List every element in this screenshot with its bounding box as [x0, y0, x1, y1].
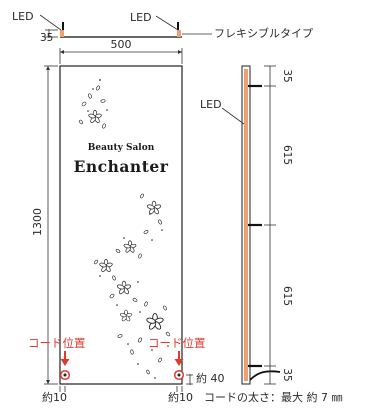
- approx-40-label: 約 40: [196, 371, 225, 385]
- approx-10-label-right: 約10: [168, 390, 193, 404]
- sign-subtitle: Beauty Salon: [88, 143, 155, 153]
- side-dim-mid2: 615: [281, 286, 293, 306]
- height-dimension-line: [44, 65, 58, 385]
- cord-thickness-label: コードの太さ：最大 約 7 ㎜: [204, 390, 343, 404]
- led-label-side: LED: [200, 98, 222, 111]
- approx-10-label-left: 約10: [42, 390, 67, 404]
- led-strip-side: [244, 69, 248, 381]
- top-view: [39, 14, 212, 38]
- power-cord: [249, 370, 281, 381]
- led-label-1: LED: [12, 10, 34, 23]
- sign-title: Enchanter: [74, 157, 169, 176]
- width-dim-label: 500: [111, 38, 132, 51]
- led-strip-right-top: [177, 30, 181, 37]
- side-dim-top: 35: [281, 69, 293, 82]
- cord-position-label-left: コード位置: [28, 336, 86, 350]
- side-view: [221, 65, 281, 385]
- led-strip-left-top: [60, 30, 64, 37]
- cord-position-markers: [59, 351, 193, 392]
- flexible-type-label: フレキシブルタイプ: [214, 26, 313, 40]
- top-depth-dim: 35: [40, 32, 53, 44]
- side-dim-mid1: 615: [281, 145, 293, 165]
- dot-decoration: [87, 79, 169, 379]
- petal-decoration: [78, 85, 171, 375]
- height-dim-label: 1300: [31, 208, 44, 236]
- width-dimension-line: [59, 48, 183, 64]
- led-label-2: LED: [130, 11, 152, 24]
- side-dim-bottom: 35: [281, 368, 293, 381]
- sign-panel: [59, 65, 183, 385]
- cord-position-label-right: コード位置: [148, 336, 206, 350]
